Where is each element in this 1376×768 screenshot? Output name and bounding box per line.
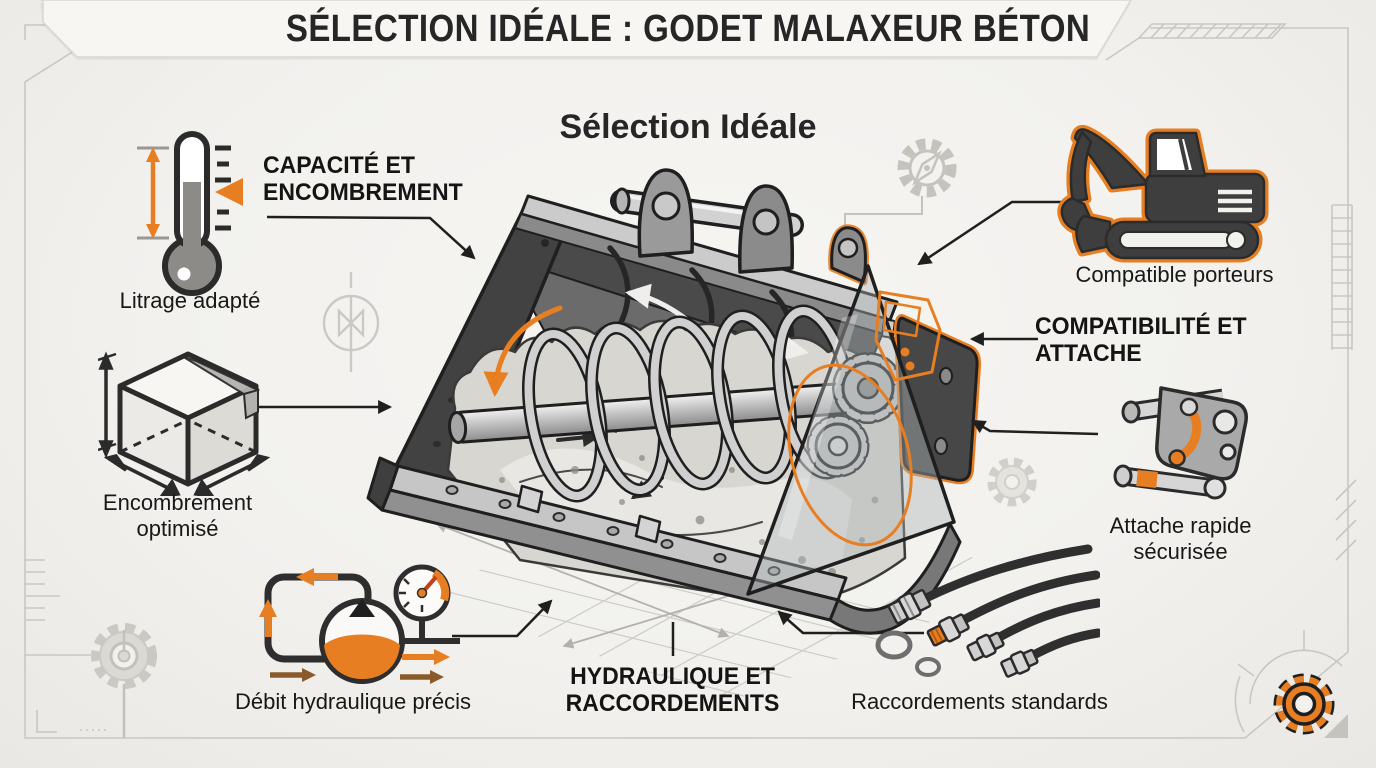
valve-symbol-icon (322, 272, 380, 372)
corner-triangle (1324, 714, 1348, 738)
hose-fittings (887, 588, 1039, 678)
connector-attache (971, 419, 1099, 436)
label-raccordements: Raccordements standards (851, 689, 1108, 714)
technical-frame (24, 23, 1357, 739)
orange-gear-icon (1273, 673, 1335, 735)
mounting-ear-right (738, 184, 795, 274)
label-debit: Débit hydraulique précis (234, 689, 472, 714)
hydraulic-flow-icon (259, 564, 460, 684)
front-rails (366, 456, 848, 622)
heading-compatibility: COMPATIBILITÉ ET ATTACHE (1035, 313, 1247, 368)
mounting-ear-small (828, 224, 869, 286)
hatch-strip-top (1105, 23, 1287, 61)
ladder-grid-right (1331, 204, 1353, 350)
connector-capacity (266, 215, 476, 260)
ruler-ticks-left (25, 559, 95, 656)
label-litrage: Litrage adapté (119, 288, 261, 313)
mixer-bucket-illustration (366, 168, 982, 635)
diagram-title: Sélection Idéale (559, 108, 817, 146)
mounting-ear-left (637, 168, 695, 258)
dimension-box-icon (98, 351, 271, 496)
title-banner (40, 0, 1132, 60)
o-ring-icon (875, 630, 913, 660)
label-porteurs: Compatible porteurs (1075, 262, 1274, 287)
excavator-icon (1057, 124, 1269, 263)
corner-arcs (1234, 630, 1343, 733)
label-attache: Attache rapide sécurisée (1109, 513, 1252, 564)
compass-gear-icon (844, 138, 957, 240)
heading-capacity: CAPACITÉ ET ENCOMBREMENT (263, 152, 463, 207)
gear-icon-faint-right (987, 457, 1037, 507)
label-encombrement: Encombrement optimisé (102, 490, 253, 541)
orange-highlights (787, 290, 942, 547)
heading-hydraulics: HYDRAULIQUE ET RACCORDEMENTS (565, 663, 780, 718)
o-ring-small-icon (915, 657, 941, 677)
gear-icon-bottom-left (91, 623, 157, 738)
page-title: SÉLECTION IDÉALE : GODET MALAXEUR BÉTON (285, 8, 1091, 50)
mounting-plate (894, 314, 982, 485)
thermometer-icon (137, 131, 243, 296)
hydraulic-hoses-icon (875, 544, 1100, 678)
connector-debit (452, 599, 553, 638)
quick-coupler-icon (1113, 386, 1248, 500)
hatch-marks-right (1335, 479, 1357, 561)
